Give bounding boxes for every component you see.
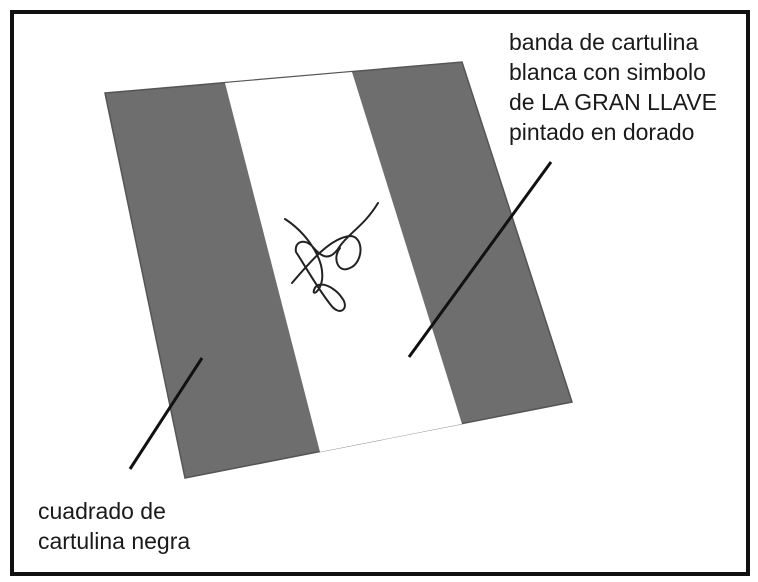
square-leader-line <box>128 357 204 470</box>
key-symbol-bow <box>291 234 362 284</box>
square-label-line-1: cuadrado de <box>38 498 166 524</box>
key-symbol-scribble <box>284 202 379 312</box>
white-cardboard-band <box>225 72 462 452</box>
band-label-line-1: banda de cartulina <box>509 29 699 55</box>
band-label: banda de cartulina blanca con simbolo de… <box>509 27 717 147</box>
square-label-line-2: cartulina negra <box>38 528 191 554</box>
band-leader-line <box>407 161 553 358</box>
band-label-line-4: pintado en dorado <box>509 119 695 145</box>
band-label-line-2: blanca con simbolo <box>509 59 706 85</box>
square-label: cuadrado de cartulina negra <box>38 496 190 556</box>
band-label-line-3: de LA GRAN LLAVE <box>509 89 717 115</box>
diagram-frame <box>10 10 750 576</box>
